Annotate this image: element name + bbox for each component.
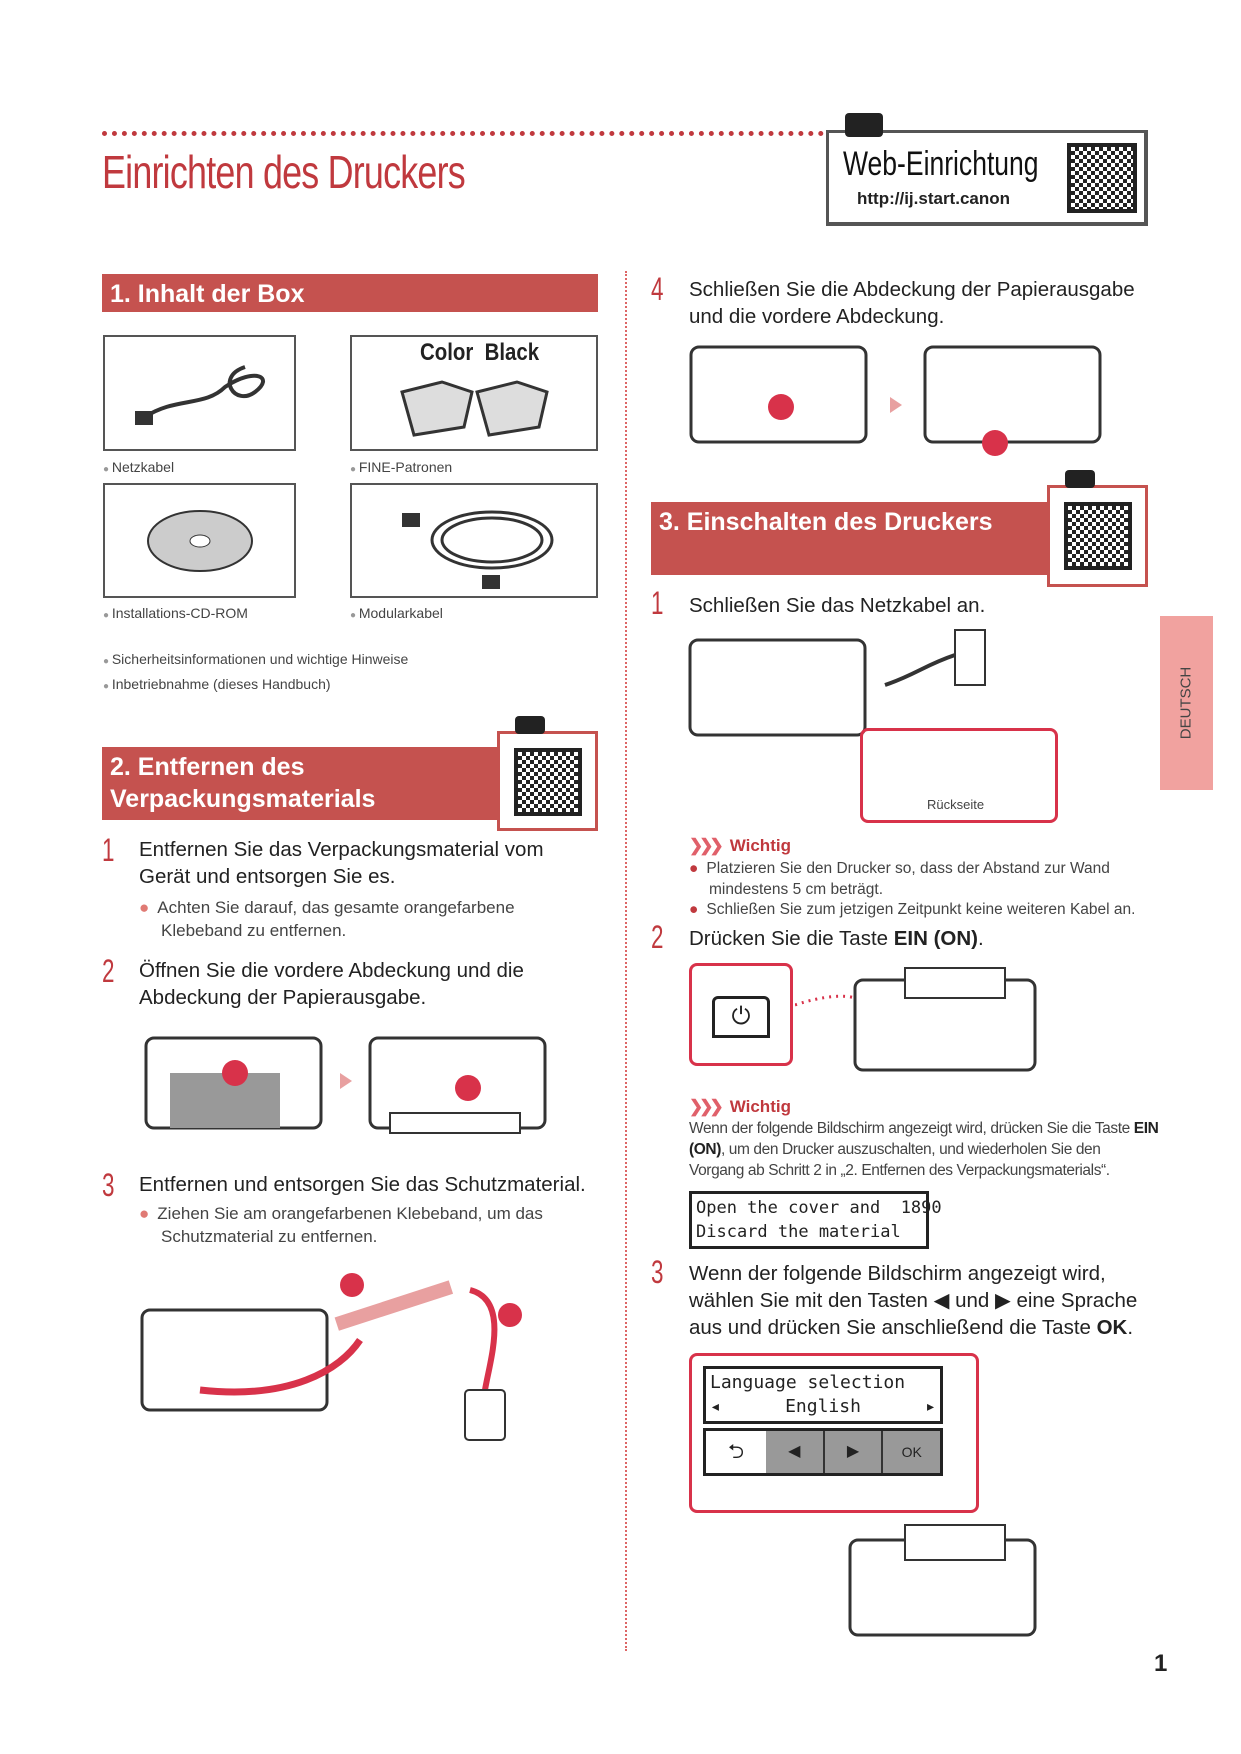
qr-code-icon <box>1064 502 1132 570</box>
important-note: Wenn der folgende Bildschirm angezeigt w… <box>689 1120 1159 1179</box>
lcd-language-screen: Language selection◂English▸ <box>703 1366 943 1424</box>
left-button[interactable]: ◀ <box>766 1431 825 1473</box>
step-text: Öffnen Sie die vordere Abdeckung und die… <box>139 959 524 1009</box>
video-camera-icon <box>1065 470 1095 488</box>
ok-button[interactable]: OK <box>883 1431 941 1473</box>
video-camera-icon <box>845 113 883 137</box>
step-text: Schließen Sie das Netzkabel an. <box>689 594 986 617</box>
side-tab-label: DEUTSCH <box>1177 666 1195 740</box>
item-label: Modularkabel <box>350 605 443 621</box>
section-1-header: 1. Inhalt der Box <box>102 274 598 312</box>
close-covers-illustration <box>689 345 1102 456</box>
power-cord-image <box>103 335 296 451</box>
language-selection-callout: Language selection◂English▸ ⮌ ◀ ▶ OK <box>689 1353 979 1513</box>
control-panel: ⮌ ◀ ▶ OK <box>703 1428 943 1476</box>
step-number: 1 <box>651 585 664 621</box>
item-label: Installations-CD-ROM <box>103 605 248 621</box>
power-icon: ⏻ <box>712 996 770 1038</box>
section-2-title: 2. Entfernen des <box>110 753 305 781</box>
power-button-callout: ⏻ <box>689 963 793 1066</box>
language-side-tab: DEUTSCH <box>1160 616 1213 790</box>
doc-item: Inbetriebnahme (dieses Handbuch) <box>103 676 331 692</box>
step-number: 3 <box>102 1167 115 1203</box>
important-heading: ❯❯❯Wichtig <box>689 836 791 855</box>
web-setup-url[interactable]: http://ij.start.canon <box>857 189 1010 208</box>
important-note: ●Platzieren Sie den Drucker so, dass der… <box>689 860 1110 898</box>
doc-item: Sicherheitsinformationen und wichtige Hi… <box>103 651 409 667</box>
fine-cartridges-image: Color Black <box>350 335 598 451</box>
step-number: 2 <box>102 953 115 989</box>
step-number: 2 <box>651 919 664 955</box>
printer-illustration <box>848 1524 1037 1637</box>
step-text: Schließen Sie die Abdeckung der Papierau… <box>689 278 1135 328</box>
title-dotted-rule <box>102 131 824 136</box>
section-2-title: Verpackungsmaterials <box>110 785 376 813</box>
printer-illustration <box>795 967 1037 1072</box>
section-3-qr-box <box>1047 470 1148 587</box>
open-covers-illustration <box>144 1036 547 1134</box>
important-heading: ❯❯❯Wichtig <box>689 1097 791 1116</box>
qr-code-icon <box>1067 143 1137 213</box>
step-text: Entfernen und entsorgen Sie das Schutzma… <box>139 1173 586 1196</box>
page-number: 1 <box>1154 1650 1168 1677</box>
web-setup-title: Web-Einrichtung <box>843 145 1039 183</box>
cd-rom-image <box>103 483 296 598</box>
important-note: ●Schließen Sie zum jetzigen Zeitpunkt ke… <box>689 901 1136 918</box>
rear-view-callout: Rückseite <box>860 728 1058 823</box>
section-2-qr-box <box>497 716 598 831</box>
section-3-header: 3. Einschalten des Druckers <box>651 502 1047 575</box>
modular-cable-image <box>350 483 598 598</box>
item-label: FINE-Patronen <box>350 459 452 475</box>
item-label: Netzkabel <box>103 459 174 475</box>
remove-protective-material-illustration <box>140 1273 522 1441</box>
cartridge-black-label: Black <box>484 339 540 366</box>
column-divider <box>625 271 627 1651</box>
step-note: ●Ziehen Sie am orangefarbenen Klebeband,… <box>139 1204 543 1246</box>
cartridge-color-label: Color <box>420 339 474 366</box>
callout-label: Rückseite <box>927 797 985 812</box>
step-text: Wenn der folgende Bildschirm angezeigt w… <box>689 1262 1138 1339</box>
step-number: 4 <box>651 271 664 307</box>
back-button[interactable]: ⮌ <box>727 1441 745 1463</box>
step-note: ●Achten Sie darauf, das gesamte orangefa… <box>139 898 515 940</box>
connect-power-cord-illustration <box>688 629 986 737</box>
step-number: 1 <box>102 832 115 868</box>
right-button[interactable]: ▶ <box>824 1431 884 1473</box>
step-text: Drücken Sie die Taste EIN (ON). <box>689 927 984 950</box>
video-camera-icon <box>515 716 545 734</box>
web-setup-box: Web-Einrichtung http://ij.start.canon <box>826 113 1148 226</box>
step-text: Entfernen Sie das Verpackungsmaterial vo… <box>139 838 544 888</box>
step-number: 3 <box>651 1254 664 1290</box>
qr-code-icon <box>514 748 582 816</box>
page-title: Einrichten des Druckers <box>102 146 466 198</box>
